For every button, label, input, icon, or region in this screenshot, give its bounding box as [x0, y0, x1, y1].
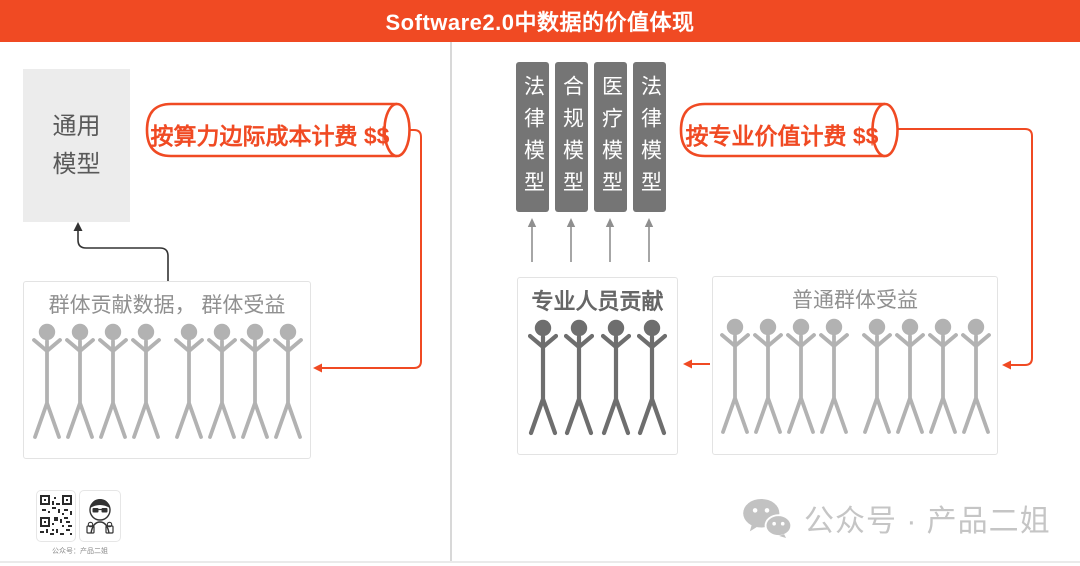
billing-label-right: 按专业价值计费 $$	[685, 123, 879, 149]
person-figure	[528, 319, 559, 436]
arrow-up-to-model-columns	[527, 218, 654, 262]
billing-cylinder-right	[679, 102, 899, 158]
group-box-title: 群体贡献数据， 群体受益	[48, 294, 286, 317]
person-figure	[239, 323, 270, 439]
figure-row	[713, 318, 997, 436]
qr-caption: 公众号：产品二姐	[52, 548, 108, 555]
wechat-icon	[743, 498, 792, 538]
public-box-title: 普通群体受益	[792, 289, 918, 312]
wechat-label: 公众号 · 产品二姐	[804, 505, 1051, 538]
person-figure	[31, 323, 62, 439]
person-figure	[206, 323, 237, 439]
billing-label-left: 按算力边际成本计费 $$	[150, 123, 390, 149]
general-model-box: 通用 模型	[23, 69, 130, 222]
arrow-public-to-pro	[683, 359, 710, 369]
person-figure	[861, 318, 892, 434]
group-benefit-box: 群体贡献数据， 群体受益	[23, 281, 311, 459]
person-figure	[752, 318, 783, 434]
person-figure	[64, 323, 95, 439]
person-figure	[785, 318, 816, 434]
person-figure	[97, 323, 128, 439]
person-figure	[818, 318, 849, 434]
pro-contribution-box: 专业人员贡献	[517, 277, 678, 455]
person-figure	[636, 319, 667, 436]
figure-row	[518, 319, 677, 437]
model-column: 医疗模型	[594, 62, 627, 212]
header-bar: Software2.0中数据的价值体现	[0, 0, 1080, 42]
person-figure	[600, 319, 631, 436]
page-title: Software2.0中数据的价值体现	[385, 10, 695, 35]
person-figure	[894, 318, 925, 434]
pro-box-title: 专业人员贡献	[531, 289, 664, 314]
person-figure	[272, 323, 303, 439]
model-column: 法律模型	[633, 62, 666, 212]
panel-divider	[450, 42, 452, 562]
general-model-label: 通用 模型	[52, 113, 101, 178]
model-column-label: 法律模型	[638, 75, 662, 203]
wechat-badge: 公众号 · 产品二姐	[742, 496, 1051, 540]
model-column: 合规模型	[555, 62, 588, 212]
model-column-label: 法律模型	[521, 75, 545, 203]
public-benefit-box: 普通群体受益	[712, 276, 998, 455]
avatar	[86, 499, 114, 534]
avatar-box	[79, 490, 121, 542]
person-figure	[927, 318, 958, 434]
person-figure	[130, 323, 161, 439]
model-column-label: 医疗模型	[599, 75, 623, 203]
figure-row	[24, 323, 310, 441]
model-column-label: 合规模型	[560, 75, 584, 203]
person-figure	[719, 318, 750, 434]
person-figure	[173, 323, 204, 439]
bottom-border	[0, 561, 1080, 563]
person-figure	[564, 319, 595, 436]
qr-box	[36, 490, 76, 542]
arrow-data-to-model	[73, 222, 169, 281]
model-column: 法律模型	[516, 62, 549, 212]
arrow-billing-to-group	[313, 129, 422, 373]
person-figure	[960, 318, 991, 434]
qr-code	[40, 495, 72, 535]
